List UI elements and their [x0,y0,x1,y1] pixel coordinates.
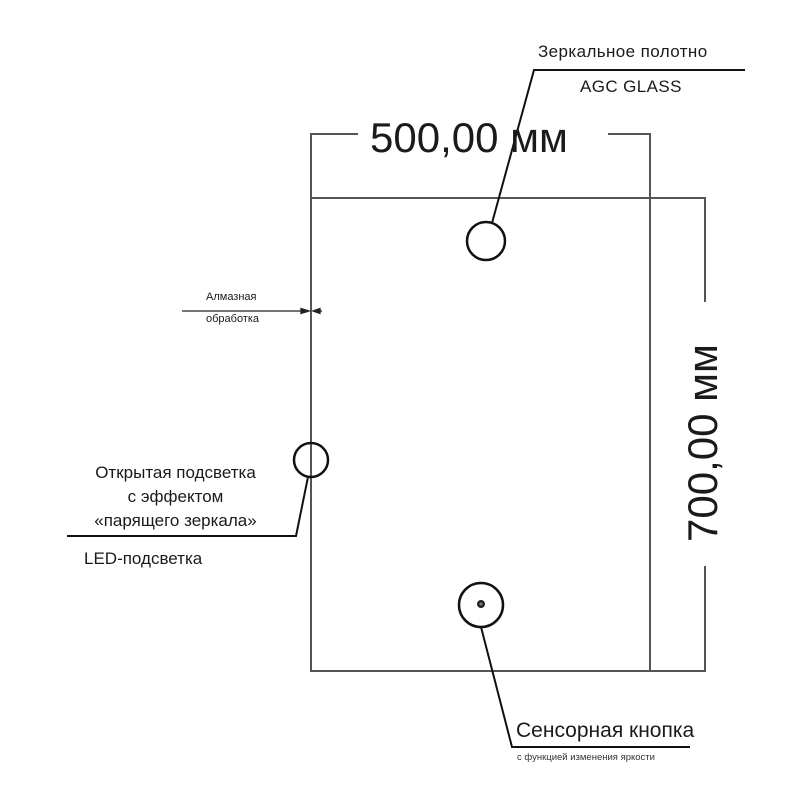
mirror-outline [310,197,651,672]
mirror-callout-title: Зеркальное полотно [538,42,708,61]
led-callout-subtitle: LED-подсветка [84,549,203,568]
diamond-edge-leader [182,307,322,315]
width-dimension-label: 500,00 мм [370,114,568,161]
diamond-edge-label-line1: Алмазная [206,291,257,303]
led-callout-line1: Открытая подсветка [95,463,256,482]
width-dimension-line [310,133,651,198]
height-dimension-label: 700,00 мм [679,344,726,542]
mirror-leader-line [491,69,745,224]
led-marker-circle [292,441,330,479]
mirror-callout-subtitle: AGC GLASS [580,77,682,96]
sensor-button-dot-center [479,602,483,606]
sensor-callout-subtitle: с функцией изменения яркости [517,752,655,763]
mirror-marker-circle [465,220,507,262]
diamond-edge-label-line2: обработка [206,313,260,325]
led-leader-line [67,476,309,537]
led-callout-line2: с эффектом [127,487,224,506]
led-callout-text: Открытая подсветка с эффектом «парящего … [52,461,299,533]
height-dimension-line [650,197,706,672]
sensor-callout-title: Сенсорная кнопка [516,719,695,742]
sensor-leader-line [480,626,690,748]
led-callout-line3: «парящего зеркала» [94,511,257,530]
